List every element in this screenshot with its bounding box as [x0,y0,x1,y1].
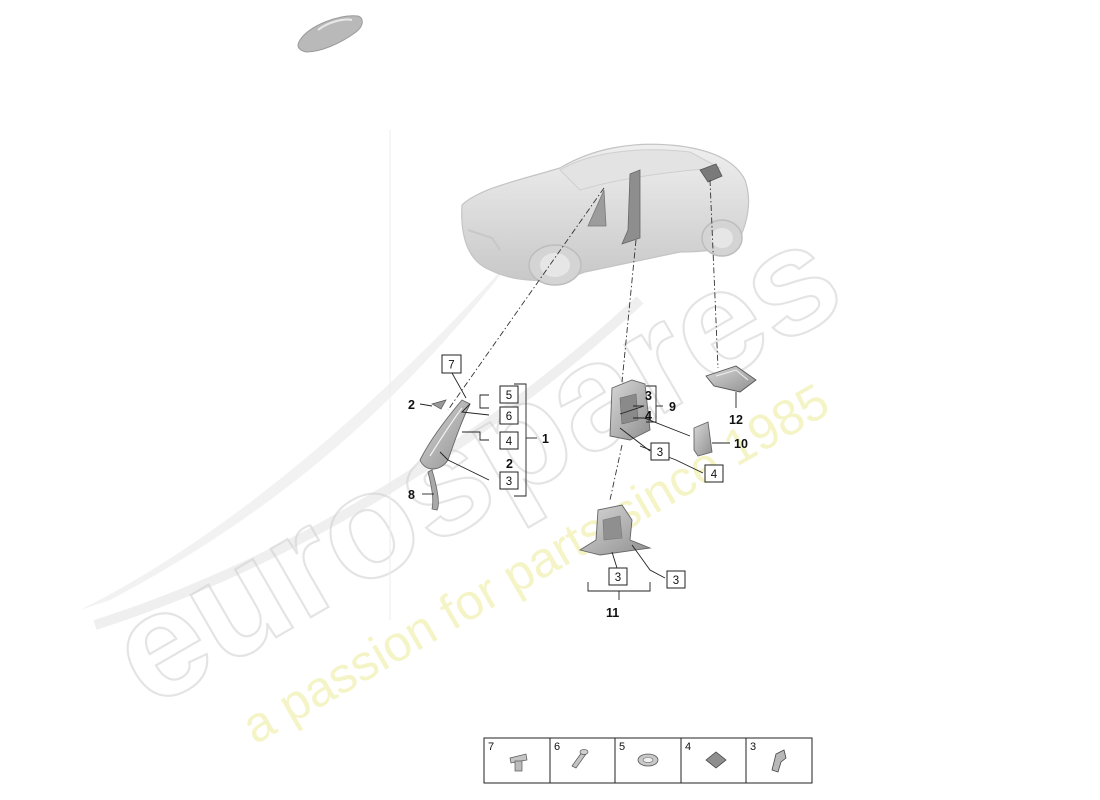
fastener-cell: 5 [619,741,659,767]
pillar-strip [427,469,439,511]
box-5: 5 [506,390,512,402]
box-3: 3 [615,572,621,584]
callout-12: 12 [729,413,743,427]
callout-9: 9 [669,400,676,414]
projection-lines [447,179,719,501]
callout-2: 2 [408,398,415,412]
watermark: eurospares a passion for parts since 198… [80,187,867,755]
box-6: 6 [506,411,512,423]
car-illustration [461,143,750,286]
fastener-cell: 6 [554,741,589,769]
fastener-number: 7 [488,741,494,753]
a-pillar-trim [419,399,471,511]
fastener-number: 3 [750,741,756,753]
car-thumbnail [297,15,363,53]
foam-pad-icon [705,751,727,769]
fastener-table: 7 6 5 4 3 [483,737,813,784]
box-4: 4 [711,469,718,481]
box-3: 3 [506,476,512,488]
fastener-number: 6 [554,741,560,753]
callout-10: 10 [734,437,748,451]
clip-icon [771,749,787,773]
rivet-icon [509,753,528,772]
callout-8: 8 [408,488,415,502]
grommet-icon [637,753,659,767]
b-pillar-lower-trim [578,504,652,556]
callout-3: 3 [645,389,652,403]
box-3: 3 [657,447,663,459]
reference-boxes: 7 5 6 4 3 3 4 3 3 [441,354,724,589]
small-clip [431,399,447,410]
callout-11: 11 [606,606,619,620]
fastener-cell: 4 [685,741,727,769]
fastener-cell: 7 [488,741,528,772]
callout-4: 4 [645,409,652,423]
roof-trim-part [705,365,757,393]
b-pillar-upper-trim [609,379,651,441]
fastener-number: 5 [619,741,625,753]
fastener-cell: 3 [750,741,787,773]
callout-numbers: 2 1 2 8 3 4 9 10 12 11 [408,389,748,620]
box-4: 4 [506,436,513,448]
fastener-number: 4 [685,741,691,753]
box-3: 3 [673,575,679,587]
b-pillar-cover-part [693,421,713,457]
leader-lines [419,372,737,600]
callout-2: 2 [506,457,513,471]
callout-1: 1 [542,432,549,446]
pin-icon [571,749,589,769]
box-7: 7 [448,360,454,372]
